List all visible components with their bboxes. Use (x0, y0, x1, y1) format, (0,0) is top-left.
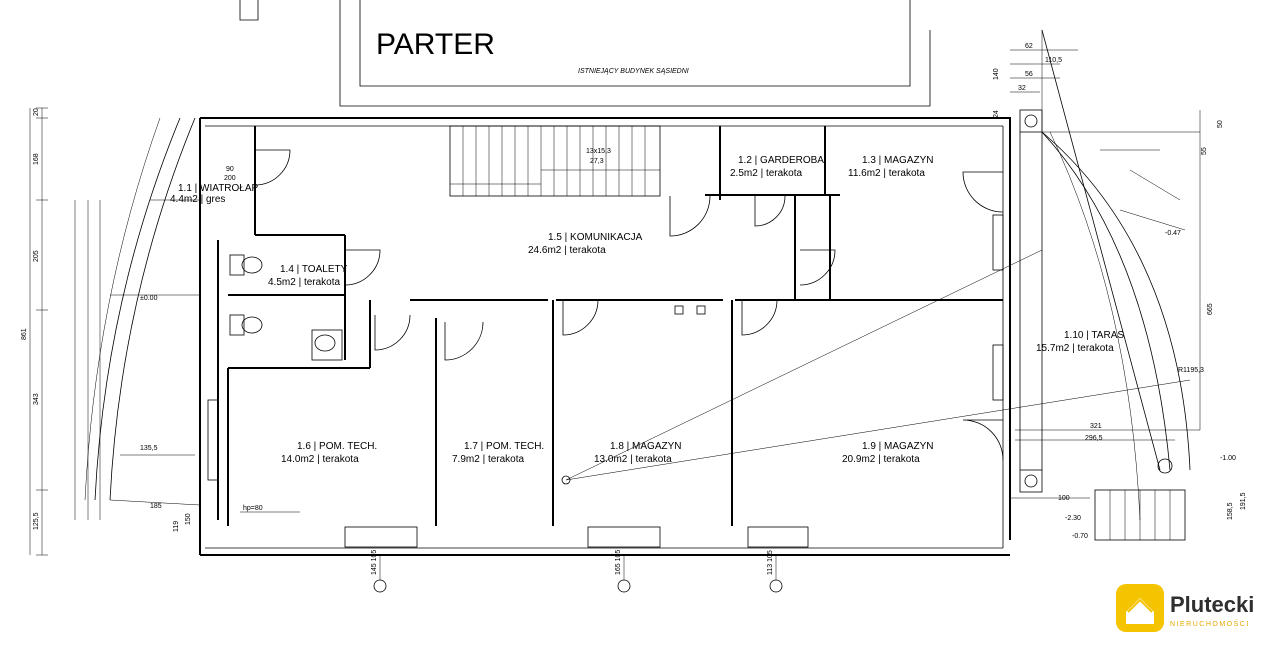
dim-right: 158,5 (1227, 502, 1234, 520)
dim-misc: 119 (173, 521, 180, 532)
dim-right: 50 (1217, 120, 1224, 128)
room-label-line2: 13.0m2 | terakota (594, 454, 672, 465)
room-label-line2: 7.9m2 | terakota (452, 454, 525, 465)
dim-misc: -1.00 (1220, 455, 1236, 462)
room-label-line1: 1.9 | MAGAZYN (862, 441, 934, 452)
room-label-line1: 1.7 | POM. TECH. (464, 441, 544, 452)
dim-top-right: 32 (1018, 85, 1026, 92)
dim-top-right: 62 (1025, 43, 1033, 50)
room-label-line1: 1.10 | TARAS (1064, 330, 1124, 341)
plan-title: PARTER (376, 28, 495, 61)
staircase: 13x15,3 27,3 (449, 125, 661, 197)
room-label-line1: 1.4 | TOALETY (280, 264, 348, 275)
room-label-line1: 1.8 | MAGAZYN (610, 441, 682, 452)
room-label-line2: 11.6m2 | terakota (848, 168, 925, 179)
room-label-line2: 2.5m2 | terakota (730, 168, 803, 179)
dim-top-right: 110,5 (1045, 57, 1062, 64)
dim-bottom: 145 105 (371, 550, 378, 575)
toilet-fixtures (229, 254, 706, 361)
dim-right: 24 (993, 110, 1000, 118)
door-dim-width: 90 (226, 166, 234, 173)
neighbour-label: ISTNIEJĄCY BUDYNEK SĄSIEDNI (578, 68, 689, 75)
dim-bottom: 165 105 (615, 550, 622, 575)
dim-right: 55 (1201, 147, 1208, 155)
dim-left: 861 (21, 328, 28, 340)
logo-name: Plutecki (1170, 592, 1254, 617)
dim-left: 205 (33, 250, 40, 262)
room-label-line2: 4.4m2 | gres (170, 194, 225, 205)
dim-right: 140 (993, 68, 1000, 80)
dim-right: 665 (1207, 303, 1214, 315)
dim-misc: 150 (185, 513, 192, 525)
door-dim-height: 200 (224, 175, 236, 182)
room-label-line2: 14.0m2 | terakota (281, 454, 359, 465)
dim-misc: 100 (1058, 495, 1070, 502)
exterior-walls (199, 117, 1011, 556)
stair-label-1: 13x15,3 (586, 148, 611, 155)
neighbour-building: ISTNIEJĄCY BUDYNEK SĄSIEDNI (239, 0, 931, 107)
dim-misc: 296,5 (1085, 435, 1103, 442)
dim-top-right: 56 (1025, 71, 1033, 78)
windows (207, 214, 1004, 548)
room-label-line1: 1.6 | POM. TECH. (297, 441, 377, 452)
dim-right: 191,5 (1240, 492, 1247, 510)
room-label-line1: 1.2 | GARDEROBA (738, 155, 824, 166)
dim-misc: -2.30 (1065, 515, 1081, 522)
room-label-line1: 1.5 | KOMUNIKACJA (548, 232, 643, 243)
stair-label-2: 27,3 (590, 158, 604, 165)
interior-walls (217, 126, 1003, 526)
reference-lines (561, 249, 1191, 485)
room-labels: 1.1 | WIATROŁAP 4.4m2 | gres 1.2 | GARDE… (170, 155, 1124, 465)
room-label-line2: 4.5m2 | terakota (268, 277, 341, 288)
left-curved-wall: 135,5 185 119 150 ±0.00 hp=80 (84, 117, 300, 532)
brand-logo: Plutecki NIERUCHOMOŚCI (1116, 584, 1254, 632)
dim-left: 125,5 (33, 512, 40, 530)
room-label-line2: 20.9m2 | terakota (842, 454, 920, 465)
bottom-dimensions: 145 105 165 105 113 105 (371, 550, 783, 593)
dim-left: 168 (33, 153, 40, 165)
room-label-line1: 1.1 | WIATROŁAP (178, 183, 259, 194)
door-swings (254, 149, 1004, 461)
dim-misc: hp=80 (243, 505, 263, 512)
dim-left: 20 (33, 108, 40, 116)
left-dimensions: 20 168 205 861 343 125,5 (21, 107, 101, 556)
dim-misc: 135,5 (140, 445, 158, 452)
logo-subtitle: NIERUCHOMOŚCI (1170, 619, 1250, 628)
dim-misc: R1195,3 (1178, 367, 1204, 374)
dim-left: 343 (33, 393, 40, 405)
terrace-structure: 665 50 55 191,5 158,5 321 296,5 100 -0.4… (1010, 29, 1247, 541)
dim-misc: -0.47 (1165, 230, 1181, 237)
dim-bottom: 113 105 (767, 550, 774, 575)
dim-misc: -0.70 (1072, 533, 1088, 540)
dim-misc: 185 (150, 503, 162, 510)
room-label-line2: 24.6m2 | terakota (528, 245, 606, 256)
dim-misc: ±0.00 (140, 295, 158, 302)
top-right-dimensions: 62 110,5 56 32 140 24 (993, 43, 1078, 118)
dim-misc: 321 (1090, 423, 1102, 430)
room-label-line2: 15.7m2 | terakota (1036, 343, 1114, 354)
room-label-line1: 1.3 | MAGAZYN (862, 155, 934, 166)
